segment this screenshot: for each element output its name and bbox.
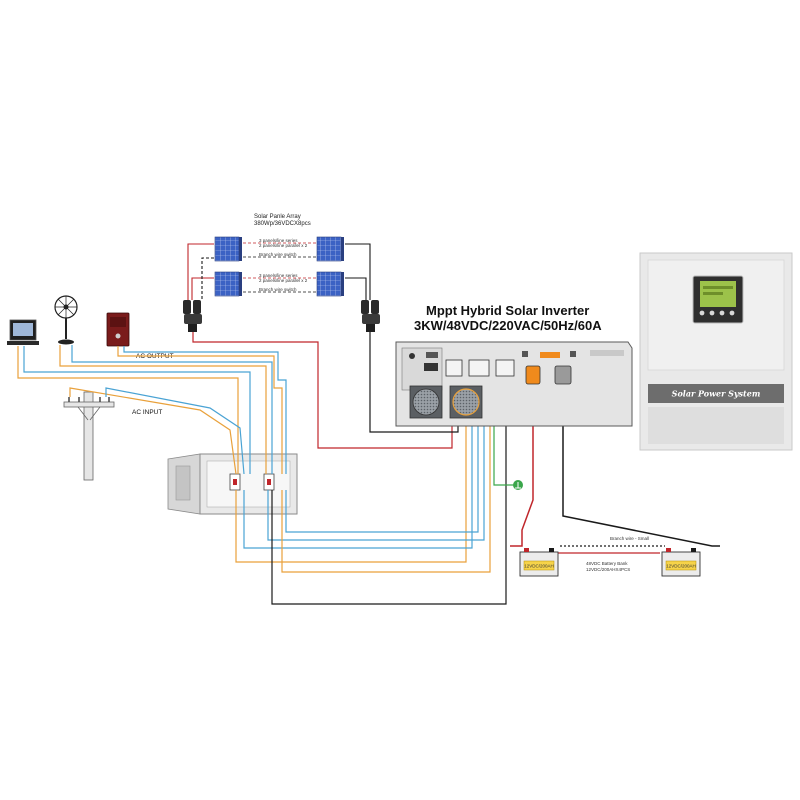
solar-panel [214,271,240,297]
cooling-fan-icon [449,385,483,419]
solar-panel-array: Solar Panle Array 380Wp/36VDCX8pcs 3 pan… [214,214,344,297]
terminal-block [495,359,515,377]
brand-text: Solar Power System [672,389,761,399]
solar-panel [214,236,240,262]
branch-wire-label: Branch wire - Small [610,536,649,541]
distribution-box [167,453,298,515]
battery-terminal-negative [554,365,572,385]
cooling-fan-icon [409,385,443,419]
panel-note: 3 panels/line series [259,273,298,278]
inverter-product-image: Solar Power System [639,252,793,451]
computer-load-icon [7,319,39,345]
brand-strip [648,384,784,403]
fridge-load-icon [106,312,130,347]
inverter-panel: Mppt Hybrid Solar Inverter 3KW/48VDC/220… [395,303,633,427]
battery-bank-spec: 12VDC/200AHX4PCS [586,567,630,572]
battery-icon: 12VDC/200AH [661,548,701,577]
array-spec: 380Wp/36VDCX8pcs [254,221,311,227]
battery-bank-title: 48VDC Battery Bank [586,561,628,566]
panel-note: Branch wire switch [259,252,297,257]
battery-label: 12VDC/200AH [524,564,554,569]
array-title: Solar Panle Array [254,214,301,220]
panel-note: 3 panels/line series [259,238,298,243]
panel-note: Branch wire switch [259,287,297,292]
ac-input-label: AC INPUT [132,409,162,416]
utility-pole-icon [63,391,115,481]
fan-load-icon [54,295,78,345]
terminal-block [445,359,463,377]
inverter-title-line1: Mppt Hybrid Solar Inverter [426,303,589,318]
mc4-connector-left [183,300,202,332]
battery-label: 12VDC/200AH [666,564,696,569]
terminal-block [468,359,490,377]
inverter-title-line2: 3KW/48VDC/220VAC/50Hz/60A [414,318,602,333]
wiring [17,332,720,605]
array-wiring [187,243,371,300]
battery-icon: 12VDC/200AH [519,548,559,577]
battery-bank: Branch wire - Small 12VDC/200AH 12VDC/20… [519,536,701,577]
ground-icon [513,480,523,490]
solar-panel [316,236,342,262]
panel-note: 2 panels/line parallel x 2 [259,278,308,283]
panel-note: 2 panels/line parallel x 2 [259,243,308,248]
mc4-connector-right [361,300,380,332]
solar-panel [316,271,342,297]
battery-terminal-positive [525,365,541,385]
